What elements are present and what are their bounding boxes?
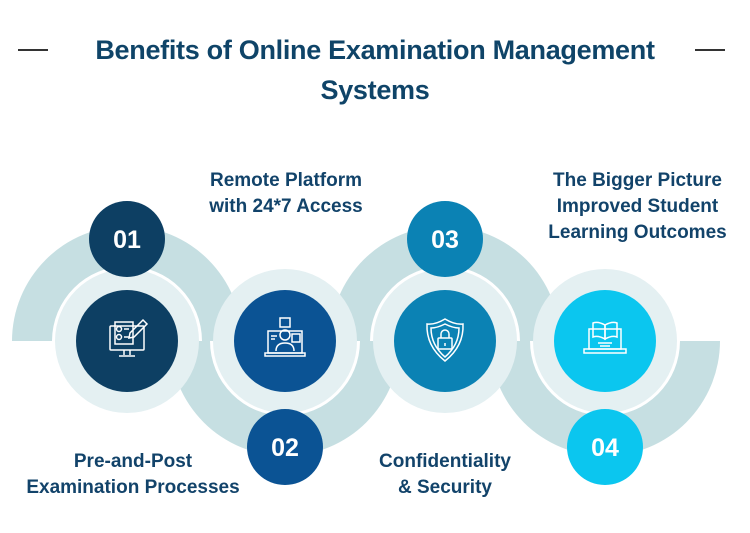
page-title: Benefits of Online Examination Managemen… bbox=[0, 30, 750, 110]
title-line-1: Benefits of Online Examination Managemen… bbox=[95, 35, 655, 65]
step-1-number: 01 bbox=[113, 226, 141, 254]
step-3-label: Confidentiality & Security bbox=[379, 451, 511, 498]
band-3 bbox=[330, 226, 560, 341]
step-1-label: Pre-and-Post Examination Processes bbox=[26, 451, 240, 498]
title-right-dash bbox=[695, 49, 725, 51]
title-line-2: Systems bbox=[320, 75, 430, 105]
step-4-label: The Bigger Picture Improved Student Lear… bbox=[548, 170, 727, 243]
step-1-number-circle bbox=[89, 201, 165, 277]
shield-lock-icon bbox=[426, 318, 464, 362]
step-3-number-circle bbox=[407, 201, 483, 277]
step-2-icon-circle bbox=[234, 290, 336, 392]
laptop-remote-user-icon bbox=[264, 317, 306, 357]
step-2-number: 02 bbox=[271, 434, 299, 462]
title-left-dash bbox=[18, 49, 48, 51]
outer-bands bbox=[12, 226, 720, 456]
step-3-icon-circle bbox=[394, 290, 496, 392]
laptop-book-icon bbox=[583, 321, 627, 354]
step-2-label: Remote Platform with 24*7 Access bbox=[209, 170, 363, 217]
step-3-number: 03 bbox=[431, 226, 459, 254]
step-4-icon-circle bbox=[554, 290, 656, 392]
monitor-checklist-pencil-icon bbox=[109, 318, 149, 357]
step-4-number: 04 bbox=[591, 434, 619, 462]
step-1-icon-circle bbox=[76, 290, 178, 392]
band-1 bbox=[12, 226, 242, 341]
band-4 bbox=[490, 341, 720, 456]
band-2 bbox=[170, 341, 400, 456]
step-2-number-circle bbox=[247, 409, 323, 485]
step-4-number-circle bbox=[567, 409, 643, 485]
